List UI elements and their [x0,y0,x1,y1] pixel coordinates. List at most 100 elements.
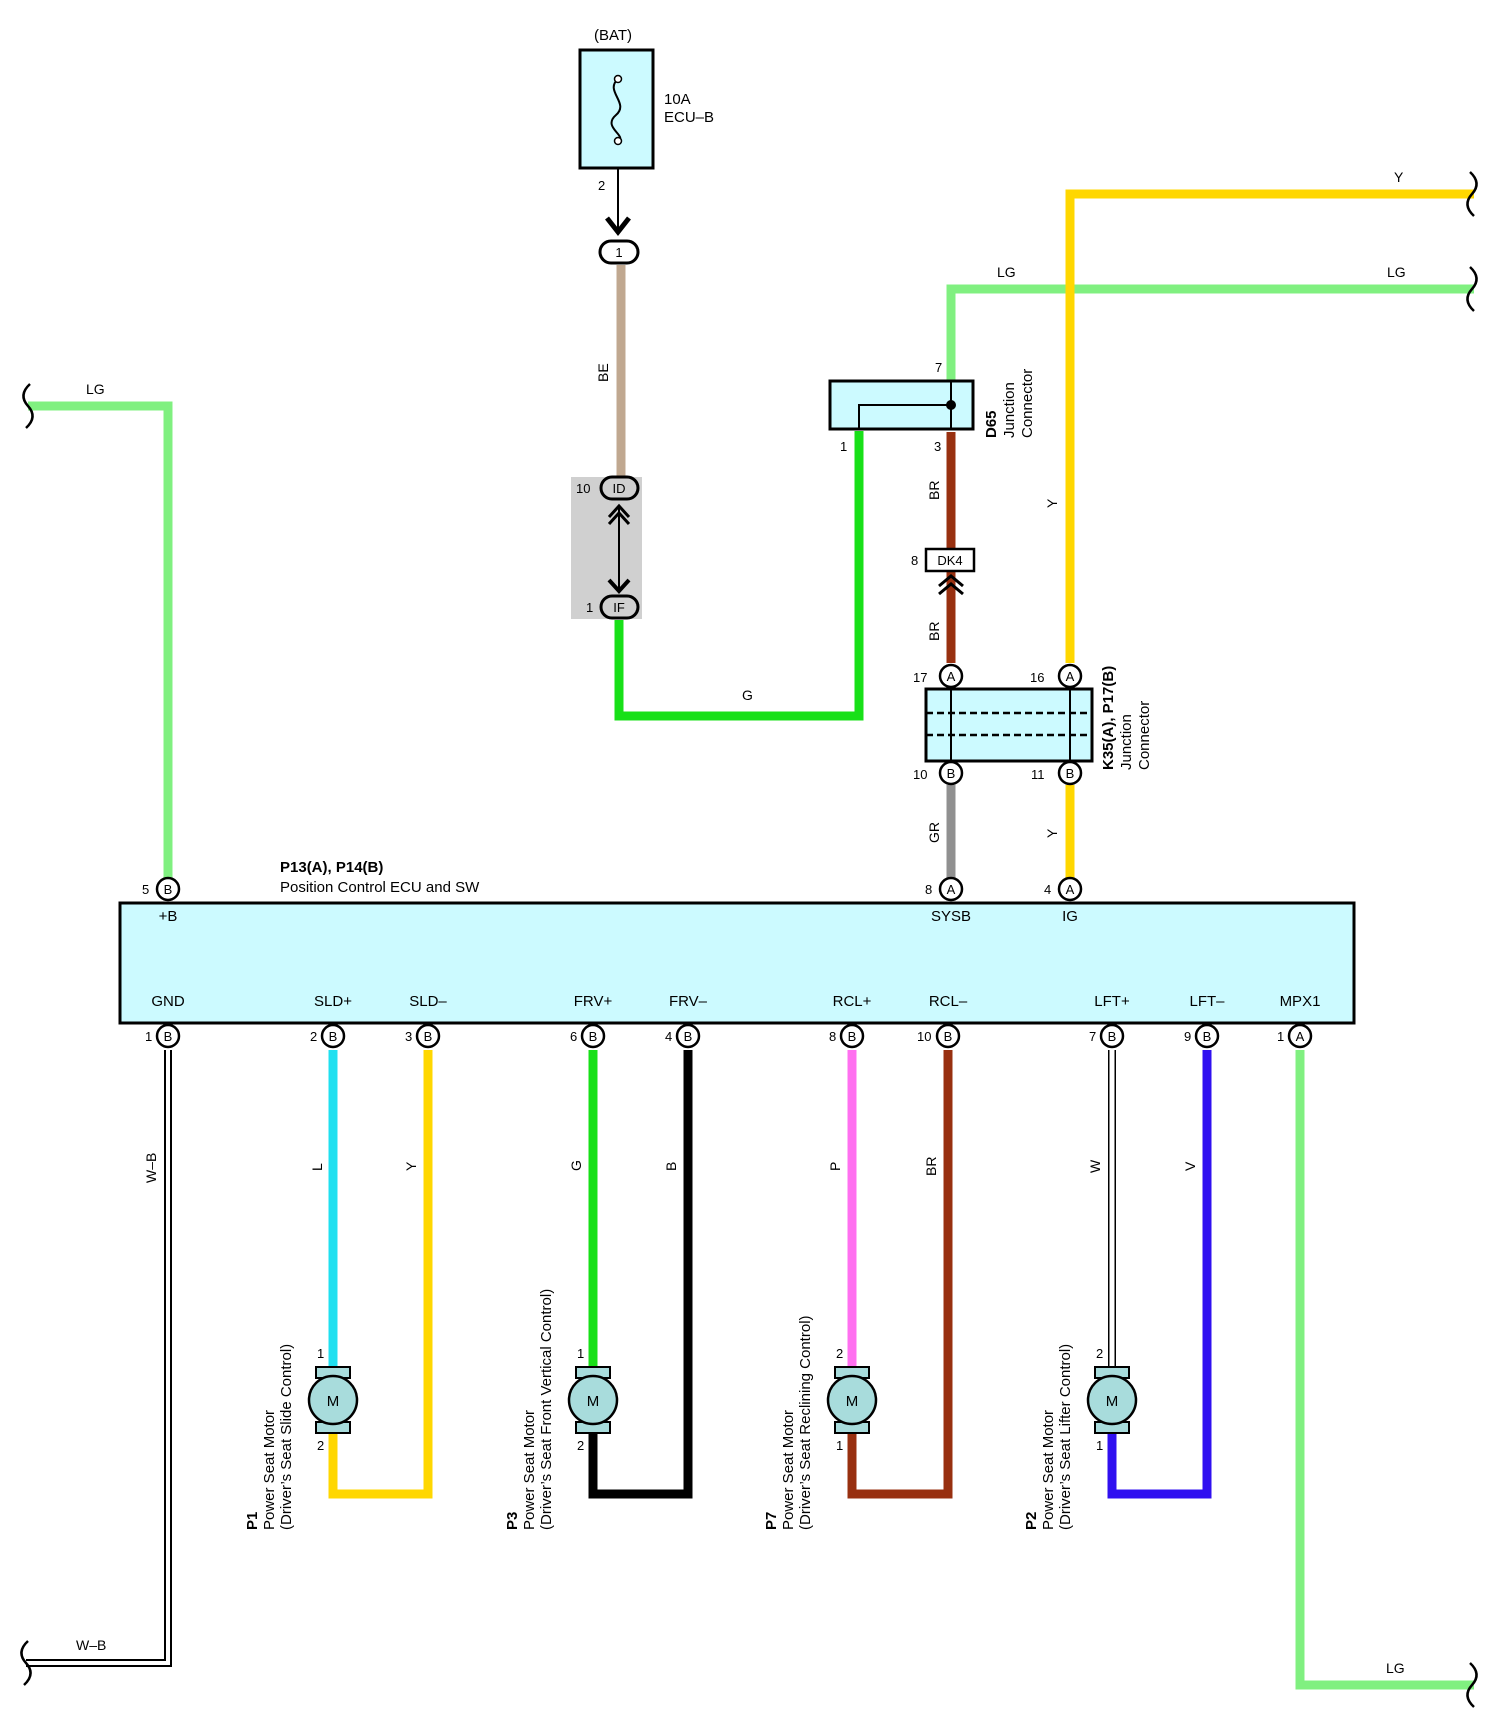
wire-label-g-frv: G [568,1160,584,1171]
terminal-letter: B [944,1029,953,1044]
terminal [935,1023,961,1049]
terminal-letter: B [424,1029,433,1044]
wire-label-w-lft: W [1087,1159,1103,1173]
wire-end-mark [1466,171,1478,217]
wire-label-y-low: Y [1044,828,1060,838]
wire-label-l: L [309,1163,325,1171]
motor-top-pin: 1 [317,1346,324,1361]
k35-id: K35(A), P17(B) [1100,666,1117,770]
k35-line2: Connector [1136,701,1153,770]
pin-number: 1 [1277,1029,1284,1044]
pin-function: FRV– [669,993,708,1010]
ecu-bottom-pin: B3 SLD– [405,993,447,1049]
wire-labels: BE G BR BR GR Y Y Y LG LG LG LG W–B W–B … [76,169,1406,1676]
pin-number: 3 [405,1029,412,1044]
wire-label-br2: BR [926,622,942,641]
pin-function: GND [151,993,185,1010]
terminal [1287,1023,1313,1049]
wire-end-mark [1466,1662,1478,1708]
d65-line2: Connector [1019,369,1036,438]
pin-number: 9 [1184,1029,1191,1044]
wire-label-lg-top-right: LG [1387,264,1406,280]
terminal [839,1023,865,1049]
terminal-letter: B [947,766,956,781]
wire-wb [26,1050,172,1667]
junction-k35: 17 16 10 11 A A B B K35(A), P17(B) Junct… [913,663,1153,786]
pin-function: MPX1 [1280,993,1321,1010]
terminal-letter: A [1066,882,1075,897]
pin-number: 4 [1044,882,1051,897]
arrow-up-icon [607,503,631,526]
terminal-letter: B [589,1029,598,1044]
k35-line1: Junction [1118,714,1135,770]
wire-label-wb-vertical: W–B [143,1153,159,1183]
wire-wb-inner [26,1050,170,1665]
motor-top-pin: 1 [577,1346,584,1361]
ecu-name: Position Control ECU and SW [280,879,480,896]
connector-label: ID [613,481,626,496]
wire-label-lg-bottom-right: LG [1386,1660,1405,1676]
wire-end-marks [20,171,1478,1708]
connector-pin: 1 [586,600,593,615]
pin-number: 5 [142,882,149,897]
terminal-letter: A [947,882,956,897]
connector-oval [599,594,640,620]
motor-line2: (Driver’s Seat Slide Control) [278,1344,295,1530]
pin-number: 8 [925,882,932,897]
wire-label-p-rcl: P [827,1162,843,1171]
terminal-letter: B [684,1029,693,1044]
arrow-down-icon [605,216,631,237]
terminal-letter: B [329,1029,338,1044]
terminal-letter: A [1066,669,1075,684]
wire-v-lft [1107,1050,1212,1499]
pin-number: 6 [570,1029,577,1044]
terminal [155,1023,181,1049]
wire-lg-left [28,401,173,880]
wire-b-frv [588,1050,693,1499]
motor-line1: Power Seat Motor [780,1410,797,1530]
terminal [1099,1023,1125,1049]
terminal-letter: B [164,1029,173,1044]
wire-label-b-frv: B [663,1162,679,1171]
fuse-element-icon [610,78,622,142]
wire-label-y-sld: Y [403,1161,419,1171]
pin-number: 10 [917,1029,931,1044]
fuse-source: (BAT) [594,27,632,44]
ecu-bottom-pins: B1GNDB2SLD+B3SLD–B6FRV+B4FRV–B8RCL+B10RC… [145,993,1321,1049]
motor-line2: (Driver’s Seat Lifter Control) [1057,1344,1074,1530]
pin-number: 8 [829,1029,836,1044]
motor-bottom-pin: 2 [317,1438,324,1453]
ecu-bottom-pin: B 10 RCL– [917,993,968,1049]
pin-function: SLD– [409,993,447,1010]
connector-label: DK4 [937,553,962,568]
pin-number: 1 [145,1029,152,1044]
motor-icon [1086,1374,1138,1426]
terminal [1057,663,1083,689]
terminal-letter: A [1296,1029,1305,1044]
junction-d65: 7 1 3 D65 Junction Connector [828,360,1036,454]
k35-terminals: A A B B [938,663,1083,786]
motor-top-pin: 2 [836,1346,843,1361]
d65-pin1: 1 [840,439,847,454]
fuse: (BAT) 10A ECU–B 2 [578,27,714,237]
wire-label-gr: GR [926,822,942,843]
pin-function: RCL– [929,993,968,1010]
motor-id: P7 [763,1512,780,1530]
motor-line2: (Driver’s Seat Front Vertical Control) [538,1289,555,1530]
terminal-letter: B [1108,1029,1117,1044]
d65-line1: Junction [1001,382,1018,438]
terminal [938,663,964,689]
junction-box [924,687,1094,763]
pin-number: 2 [310,1029,317,1044]
junction-internal [858,404,951,429]
connector-oval [599,475,640,501]
wire-end-mark [22,383,34,429]
k35-pin16: 16 [1030,670,1044,685]
